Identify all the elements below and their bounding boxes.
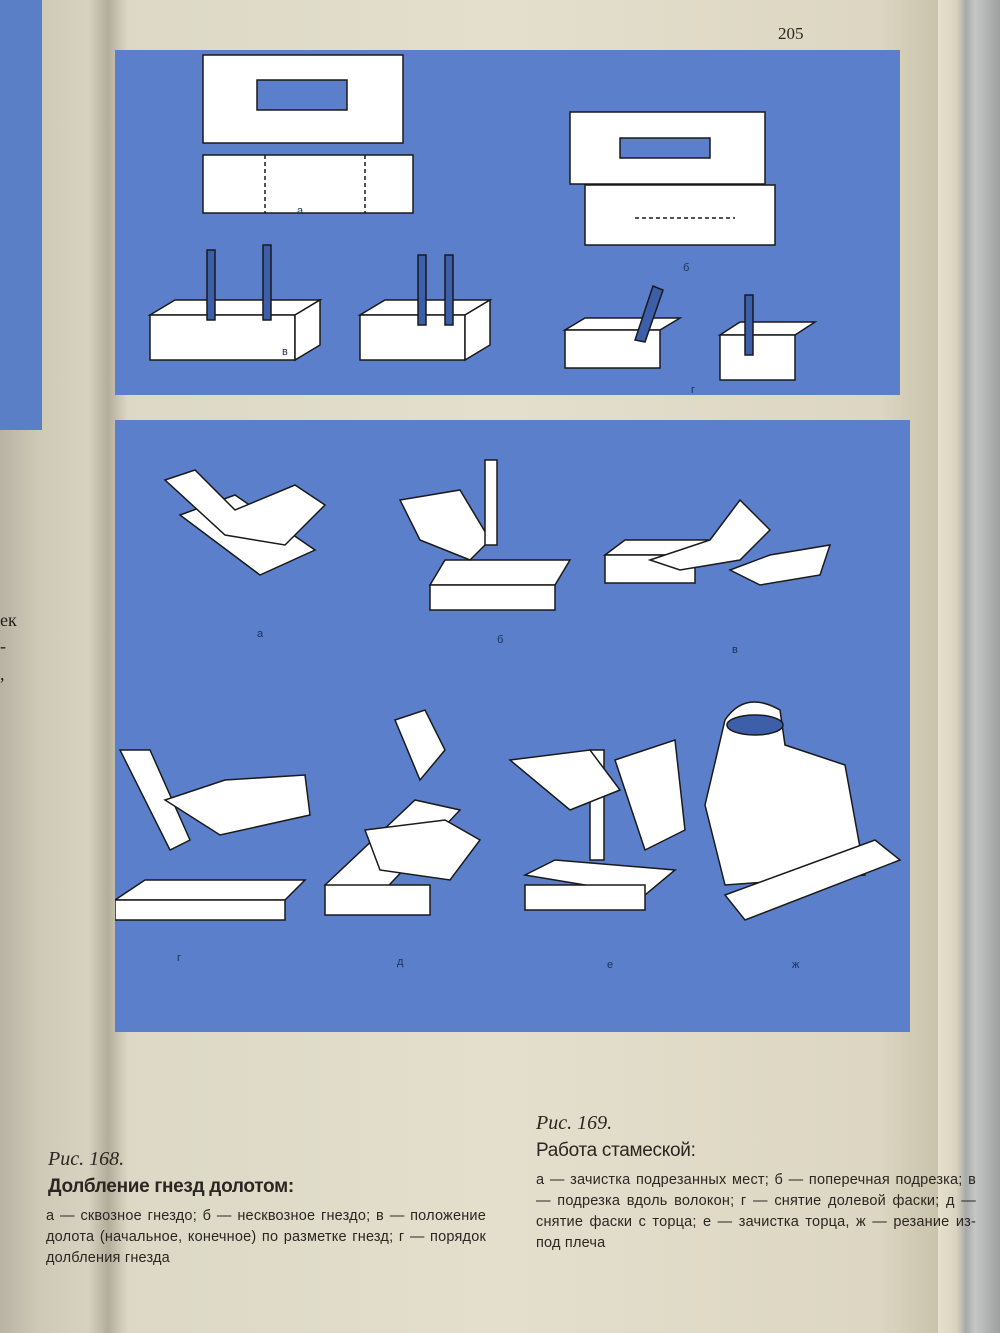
caption-169-number: Рис. 169. <box>536 1112 613 1134</box>
figure-169-panel: а б в г д е ж <box>115 420 910 1032</box>
figure-label-v: в <box>282 346 288 358</box>
caption-168-text: а — сквозное гнездо; б — несквозное гнез… <box>46 1208 486 1266</box>
figure-label-a: а <box>297 205 304 217</box>
figure-label-zh: ж <box>792 959 800 971</box>
figure-label-b: б <box>683 262 690 274</box>
chisel-work-illustrations <box>115 459 902 921</box>
left-page-illustration <box>0 0 42 430</box>
left-page-fragment: - <box>0 636 6 656</box>
figure-label-a: а <box>257 628 264 640</box>
caption-169-title: Работа стамеской: <box>536 1140 696 1161</box>
figure-label-d: д <box>397 956 404 968</box>
figure-label-e: е <box>607 959 614 971</box>
page-number: 205 <box>778 24 804 43</box>
figure-label-g: г <box>691 384 696 396</box>
left-page-fragment: ек <box>0 610 17 630</box>
caption-168-title: Долбление гнезд долотом: <box>48 1176 294 1197</box>
caption-169-text: а — зачистка подрезанных мест; б — попер… <box>536 1172 976 1251</box>
chisel-mortise-illustrations <box>147 54 818 381</box>
book-cover-edge <box>938 0 1000 1333</box>
figure-label-v: в <box>732 644 738 656</box>
caption-168-number: Рис. 168. <box>48 1148 125 1170</box>
figure-label-b: б <box>497 634 504 646</box>
figure-168-panel: а б в г <box>115 50 900 396</box>
left-page-fragment: , <box>0 664 5 684</box>
figure-label-g: г <box>177 952 182 964</box>
